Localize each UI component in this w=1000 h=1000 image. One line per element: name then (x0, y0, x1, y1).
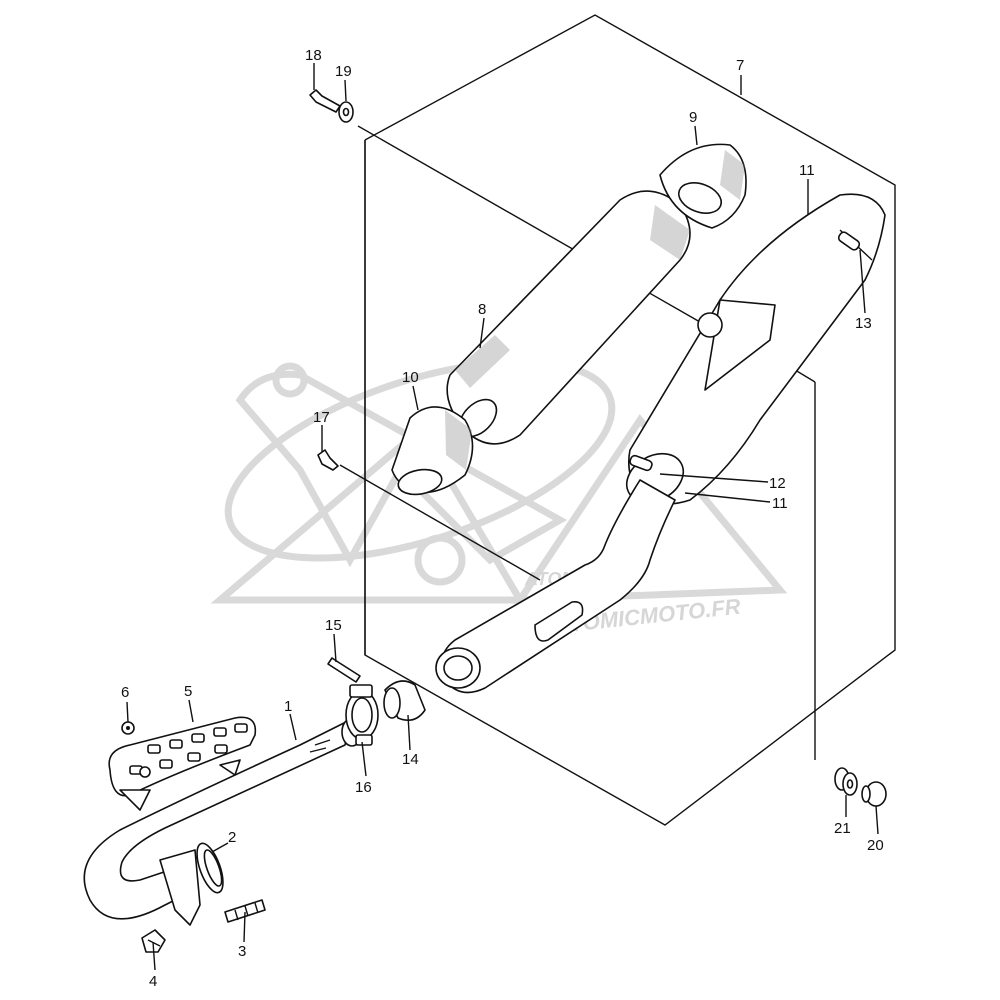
callout-labels: 1 2 3 4 5 6 7 8 9 10 11 11 12 13 14 15 1… (121, 47, 884, 990)
part-flange (159, 849, 201, 926)
callout-16: 16 (355, 779, 372, 796)
callout-15: 15 (325, 617, 342, 634)
part-clamp (345, 684, 379, 746)
callout-6: 6 (121, 684, 129, 701)
callout-4: 4 (149, 973, 157, 990)
callout-7: 7 (736, 57, 744, 74)
callout-2: 2 (228, 829, 236, 846)
part-gasket (196, 842, 224, 894)
callout-21: 21 (834, 820, 851, 837)
part-connector-sleeve (383, 680, 426, 721)
callout-10: 10 (402, 369, 419, 386)
callout-18: 18 (305, 47, 322, 64)
callout-13: 13 (855, 315, 872, 332)
callout-leaders (126, 63, 879, 971)
callout-8: 8 (478, 301, 486, 318)
callout-11-lower: 11 (772, 495, 788, 512)
part-bolt-15 (327, 657, 361, 683)
callout-14: 14 (402, 751, 419, 768)
callout-17: 17 (313, 409, 330, 426)
callout-3: 3 (238, 943, 246, 960)
part-washer-19 (338, 101, 354, 123)
part-screw-6 (121, 721, 135, 735)
part-bolt-20 (861, 781, 887, 807)
callout-11-upper: 11 (799, 162, 815, 179)
callout-12: 12 (769, 475, 786, 492)
part-connecting-pipe (435, 479, 676, 694)
callout-5: 5 (184, 683, 192, 700)
callout-1: 1 (284, 698, 292, 715)
part-washer-21 (834, 767, 858, 796)
part-front-cap (391, 406, 474, 496)
callout-20: 20 (867, 837, 884, 854)
part-heat-shield (108, 716, 257, 811)
part-bolt-17 (317, 449, 339, 471)
part-end-cap (659, 143, 747, 229)
part-nut (141, 929, 166, 953)
callout-19: 19 (335, 63, 352, 80)
callout-9: 9 (689, 109, 697, 126)
part-bolt-18 (309, 89, 341, 113)
part-stud-bolt (224, 899, 266, 923)
muffler-assembly-box (364, 14, 896, 826)
